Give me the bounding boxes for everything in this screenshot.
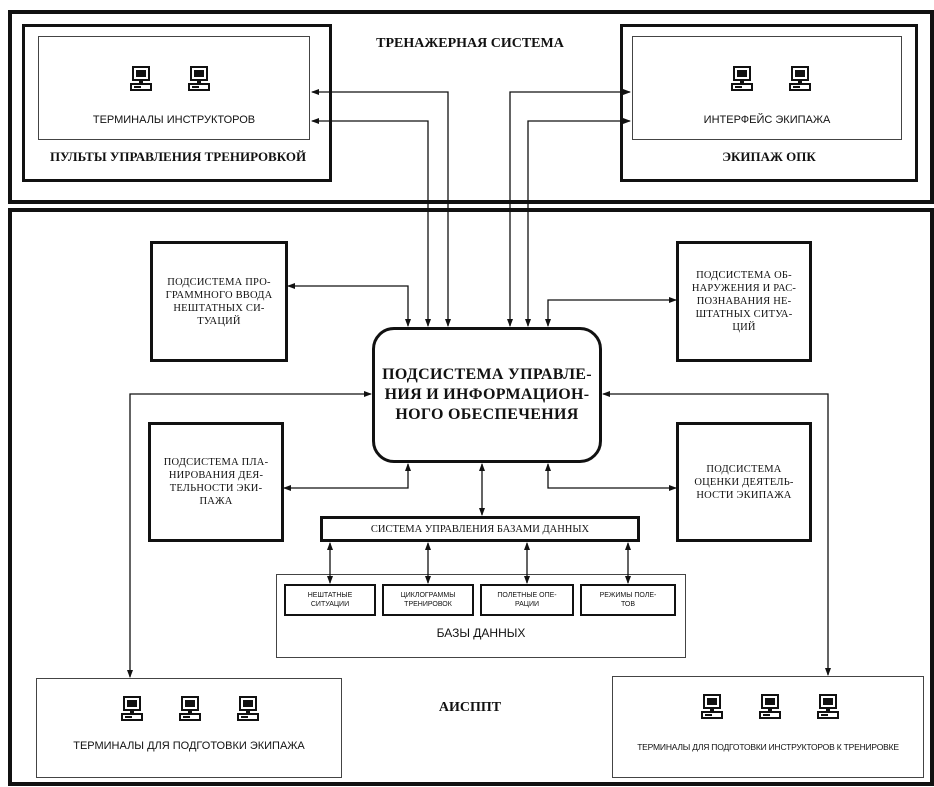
instructor-terminals-box [38, 36, 310, 140]
db-item-emergencies: НЕШТАТНЫЕ СИТУАЦИИ [284, 584, 376, 616]
crew-interface-box [632, 36, 902, 140]
instructor-training-terminals-icons [640, 692, 900, 722]
dbms-box: СИСТЕМА УПРАВЛЕНИЯ БАЗАМИ ДАННЫХ [320, 516, 640, 542]
crew-training-terminals-box [36, 678, 342, 778]
crew-opk-caption: ЭКИПАЖ ОПК [722, 149, 816, 164]
computer-icon [130, 66, 152, 91]
databases-label: БАЗЫ ДАННЫХ [436, 626, 526, 640]
computer-icon [817, 694, 839, 719]
crew-training-terminals-label: ТЕРМИНАЛЫ ДЛЯ ПОДГОТОВКИ ЭКИПАЖА [73, 740, 305, 752]
crew-interface-label: ИНТЕРФЕЙС ЭКИПАЖА [703, 114, 831, 126]
instructor-terminals-label: ТЕРМИНАЛЫ ИНСТРУКТОРОВ [92, 114, 256, 126]
computer-icon [789, 66, 811, 91]
instructor-terminals-icons [80, 64, 260, 94]
db-item-flight-modes: РЕЖИМЫ ПОЛЕ- ТОВ [580, 584, 676, 616]
crew-interface-icons [686, 64, 856, 94]
computer-icon [701, 694, 723, 719]
subsystem-detection-box: ПОДСИСТЕМА ОБ- НАРУЖЕНИЯ И РАС- ПОЗНАВАН… [676, 241, 812, 362]
computer-icon [188, 66, 210, 91]
central-subsystem-box: ПОДСИСТЕМА УПРАВЛЕ- НИЯ И ИНФОРМАЦИОН- Н… [372, 327, 602, 463]
training-system-title: ТРЕНАЖЕРНАЯ СИСТЕМА [376, 36, 564, 51]
db-item-flight-operations: ПОЛЕТНЫЕ ОПЕ- РАЦИИ [480, 584, 574, 616]
subsystem-evaluation-box: ПОДСИСТЕМА ОЦЕНКИ ДЕЯТЕЛЬ- НОСТИ ЭКИПАЖА [676, 422, 812, 542]
subsystem-input-box: ПОДСИСТЕМА ПРО- ГРАММНОГО ВВОДА НЕШТАТНЫ… [150, 241, 288, 362]
aisppt-frame [8, 208, 934, 786]
computer-icon [237, 696, 259, 721]
instructor-training-terminals-box [612, 676, 924, 778]
computer-icon [179, 696, 201, 721]
computer-icon [759, 694, 781, 719]
db-item-training-cyclograms: ЦИКЛОГРАММЫ ТРЕНИРОВОК [382, 584, 474, 616]
crew-training-terminals-icons [60, 694, 320, 724]
subsystem-planning-box: ПОДСИСТЕМА ПЛА- НИРОВАНИЯ ДЕЯ- ТЕЛЬНОСТИ… [148, 422, 284, 542]
training-control-consoles-caption: ПУЛЬТЫ УПРАВЛЕНИЯ ТРЕНИРОВКОЙ [49, 149, 307, 164]
training-system-frame [8, 10, 934, 204]
instructor-training-terminals-label: ТЕРМИНАЛЫ ДЛЯ ПОДГОТОВКИ ИНСТРУКТОРОВ К … [637, 742, 899, 752]
computer-icon [731, 66, 753, 91]
aisppt-title: АИСППТ [438, 700, 502, 715]
computer-icon [121, 696, 143, 721]
